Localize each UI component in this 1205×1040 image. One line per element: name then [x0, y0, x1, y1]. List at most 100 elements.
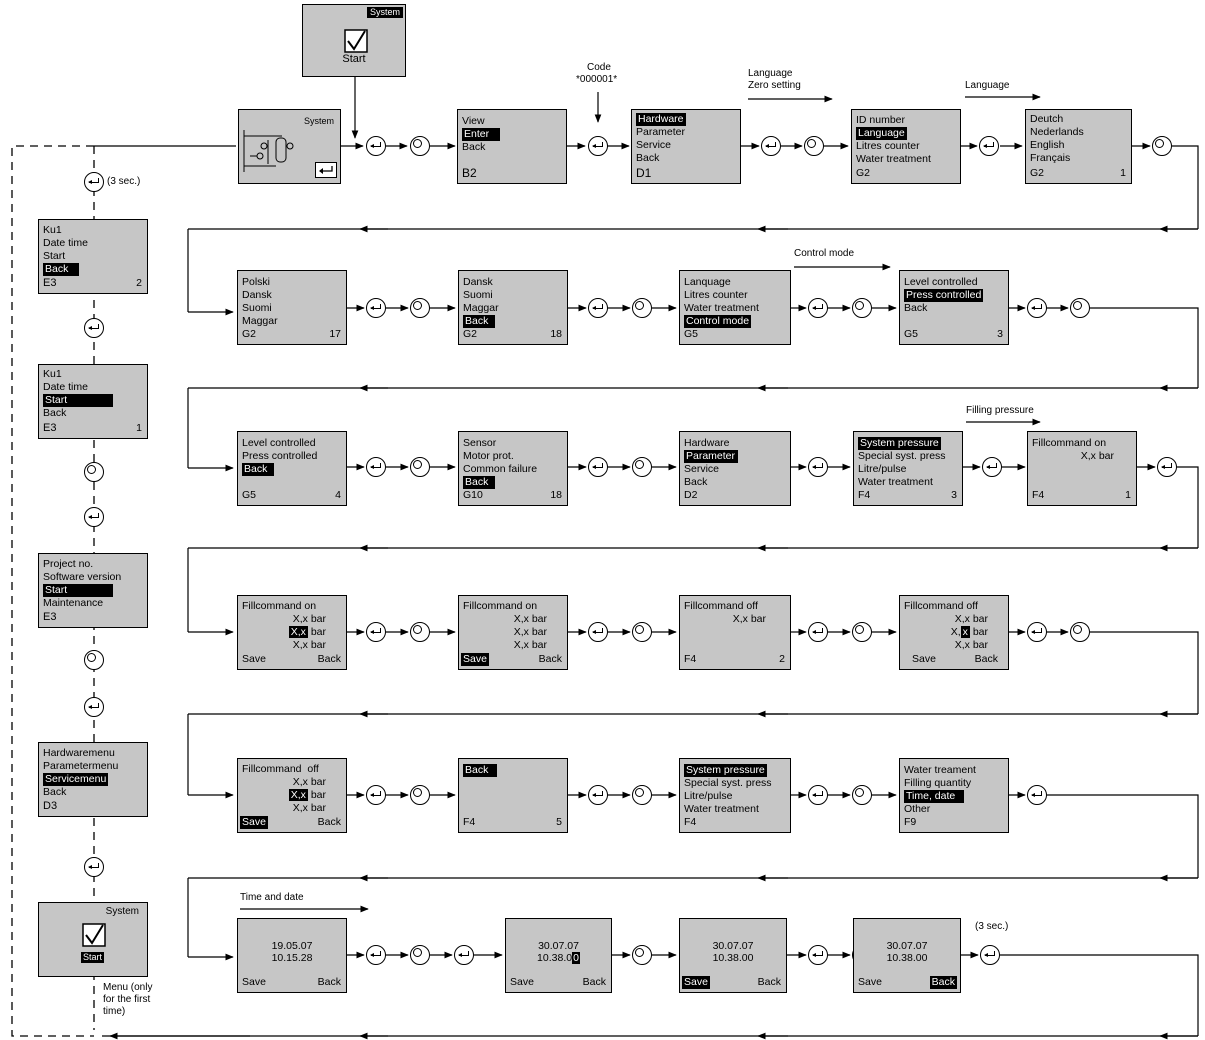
enter-key-icon[interactable]: [588, 785, 608, 805]
menu-item: Other: [904, 803, 931, 815]
enter-key-icon[interactable]: [366, 945, 386, 965]
enter-key-icon[interactable]: [84, 697, 104, 717]
enter-key-icon[interactable]: [1027, 785, 1047, 805]
enter-key-icon[interactable]: [366, 298, 386, 318]
back-option[interactable]: Back: [317, 976, 341, 988]
screen-code: G2: [1030, 167, 1045, 179]
enter-key-icon[interactable]: [454, 945, 474, 965]
turn-knob-icon[interactable]: [1070, 298, 1090, 318]
back-option-selected[interactable]: Back: [929, 976, 957, 989]
save-option[interactable]: Save: [912, 653, 936, 665]
field-value: X,x bar: [513, 639, 547, 651]
enter-key-icon[interactable]: [761, 136, 781, 156]
turn-knob-icon[interactable]: [632, 945, 652, 965]
enter-key-icon[interactable]: [84, 318, 104, 338]
turn-knob-icon[interactable]: [632, 457, 652, 477]
enter-key-icon[interactable]: [366, 622, 386, 642]
screen-code: F4: [684, 653, 697, 665]
screen-f4-back: Back F4 5: [458, 758, 568, 833]
menu-item: Back: [904, 302, 928, 314]
enter-key-icon[interactable]: [808, 785, 828, 805]
menu-item: Hardware: [684, 437, 730, 449]
editing-digit: x: [960, 626, 970, 638]
menu-item-selected: Start: [43, 394, 113, 407]
turn-knob-icon[interactable]: [632, 785, 652, 805]
date-value: 30.07.07: [712, 940, 754, 952]
field-value: X,x bar: [950, 626, 988, 638]
back-option[interactable]: Back: [757, 976, 781, 988]
enter-key-icon[interactable]: [1027, 622, 1047, 642]
back-option[interactable]: Back: [974, 653, 998, 665]
page-number: 3: [997, 328, 1003, 340]
save-option[interactable]: Save: [242, 976, 266, 988]
turn-knob-icon[interactable]: [410, 136, 430, 156]
back-option[interactable]: Back: [538, 653, 562, 665]
turn-knob-icon[interactable]: [410, 298, 430, 318]
enter-key-icon[interactable]: [588, 298, 608, 318]
date-value: 19.05.07: [271, 940, 313, 952]
menu-item-selected: Control mode: [684, 315, 752, 328]
turn-knob-icon[interactable]: [84, 462, 104, 482]
screen-g2-page18: Dansk Suomi Maggar Back G2 18: [458, 270, 568, 345]
enter-key-icon[interactable]: [808, 457, 828, 477]
screen-f4-parameters-2: System pressure Special syst. press Litr…: [679, 758, 791, 833]
enter-key-icon[interactable]: [84, 507, 104, 527]
turn-knob-icon[interactable]: [1070, 622, 1090, 642]
turn-knob-icon[interactable]: [410, 785, 430, 805]
menu-item: Water treatment: [856, 153, 931, 165]
turn-knob-icon[interactable]: [852, 298, 872, 318]
enter-key-icon[interactable]: [84, 857, 104, 877]
screen-code: D1: [636, 166, 652, 180]
save-option-selected[interactable]: Save: [461, 653, 489, 666]
enter-key-icon[interactable]: [588, 136, 608, 156]
enter-key-icon[interactable]: [982, 457, 1002, 477]
enter-key-icon[interactable]: [366, 136, 386, 156]
field-title: Fillcommand on: [242, 600, 317, 612]
back-option[interactable]: Back: [317, 816, 341, 828]
enter-key-icon[interactable]: [980, 945, 1000, 965]
enter-key-icon[interactable]: [808, 945, 828, 965]
pump-system-icon: [243, 130, 294, 172]
page-number: 2: [779, 653, 785, 665]
save-option[interactable]: Save: [858, 976, 882, 988]
enter-key-icon[interactable]: [808, 298, 828, 318]
enter-key-icon[interactable]: [1157, 457, 1177, 477]
menu-item: Start: [43, 250, 66, 262]
turn-knob-icon[interactable]: [632, 622, 652, 642]
turn-knob-icon[interactable]: [410, 622, 430, 642]
menu-item: Nederlands: [1030, 126, 1084, 138]
turn-knob-icon[interactable]: [804, 136, 824, 156]
menu-item: Water treatment: [684, 803, 759, 815]
filling-pressure-label: Filling pressure: [966, 405, 1034, 416]
menu-item: Back: [636, 152, 660, 164]
turn-knob-icon[interactable]: [84, 650, 104, 670]
language-label: Language: [965, 80, 1010, 91]
save-option[interactable]: Save: [510, 976, 534, 988]
enter-key-icon[interactable]: [366, 785, 386, 805]
field-title: Fillcommand on: [1032, 437, 1107, 449]
enter-key-icon[interactable]: [588, 457, 608, 477]
system-label: System: [303, 116, 334, 126]
turn-knob-icon[interactable]: [410, 945, 430, 965]
enter-key-icon[interactable]: [979, 136, 999, 156]
save-option-selected[interactable]: Save: [240, 816, 268, 829]
back-option[interactable]: Back: [582, 976, 606, 988]
turn-knob-icon[interactable]: [410, 457, 430, 477]
turn-knob-icon[interactable]: [632, 298, 652, 318]
start-label[interactable]: Start: [81, 952, 105, 963]
code-label: Code: [587, 62, 611, 73]
enter-key-icon[interactable]: [808, 622, 828, 642]
turn-knob-icon[interactable]: [852, 785, 872, 805]
menu-item-selected: Hardware: [636, 113, 686, 126]
control-mode-label: Control mode: [794, 248, 855, 259]
save-option-selected[interactable]: Save: [682, 976, 710, 989]
menu-item-selected: Back: [43, 263, 79, 276]
back-option[interactable]: Back: [317, 653, 341, 665]
turn-knob-icon[interactable]: [852, 622, 872, 642]
enter-key-icon[interactable]: [588, 622, 608, 642]
turn-knob-icon[interactable]: [1152, 136, 1172, 156]
save-option[interactable]: Save: [242, 653, 266, 665]
enter-key-icon[interactable]: [84, 172, 104, 192]
enter-key-icon[interactable]: [366, 457, 386, 477]
enter-key-icon[interactable]: [1027, 298, 1047, 318]
